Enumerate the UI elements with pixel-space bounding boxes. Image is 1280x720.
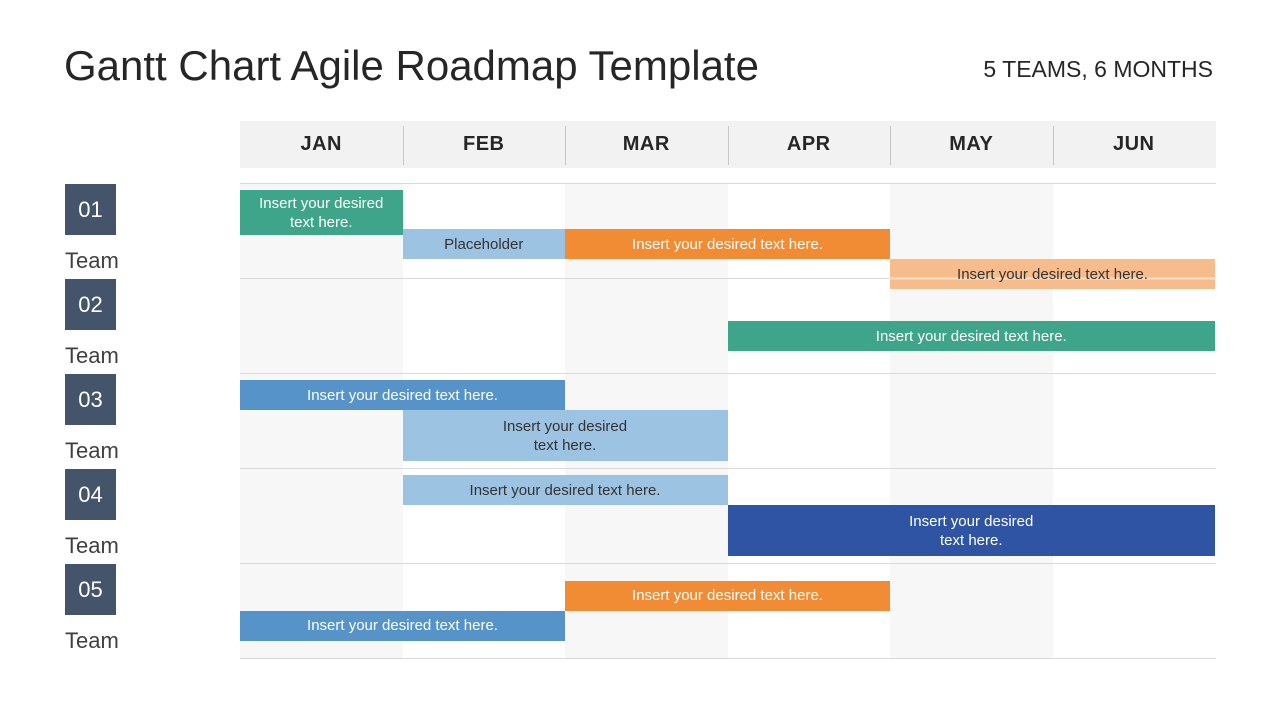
task-bar[interactable]: Insert your desired text here. — [565, 229, 890, 259]
month-separator — [402, 126, 404, 165]
task-bar[interactable]: Insert your desired text here. — [727, 505, 1215, 556]
task-bar-text: Insert your desired text here. — [259, 194, 384, 231]
team-label: Team — [65, 343, 119, 368]
team-number-badge: 02 — [65, 279, 116, 330]
row-divider — [240, 563, 1216, 564]
task-bar-text: Insert your desired text here. — [632, 235, 823, 253]
task-bar-text: Insert your desired text here. — [307, 386, 498, 404]
team-number-badge: 04 — [65, 469, 116, 520]
task-bar-text: Insert your desired text here. — [909, 512, 1034, 549]
task-bar-text: Insert your desired text here. — [307, 617, 498, 634]
team-label: Team — [65, 438, 119, 463]
task-bar[interactable]: Placeholder — [402, 229, 565, 259]
month-label-jun: JUN — [1112, 133, 1155, 155]
task-bar-text: Placeholder — [444, 235, 524, 253]
task-bar[interactable]: Insert your desired text here. — [890, 259, 1215, 289]
row-divider — [240, 658, 1216, 659]
task-bar-text: Insert your desired text here. — [632, 587, 823, 604]
month-separator — [727, 126, 729, 165]
month-label-may: MAY — [949, 133, 994, 155]
task-bar[interactable]: Insert your desired text here. — [240, 610, 565, 641]
row-divider — [240, 278, 1216, 279]
month-label-jan: JAN — [300, 133, 342, 155]
task-bar-text: Insert your desired text here. — [957, 265, 1148, 283]
task-bar-text: Insert your desired text here. — [469, 481, 661, 499]
month-label-feb: FEB — [463, 133, 505, 155]
column-band-jan — [240, 184, 403, 658]
row-divider — [240, 468, 1216, 469]
page-subtitle: 5 TEAMS, 6 MONTHS — [983, 56, 1213, 82]
month-separator — [890, 126, 891, 165]
month-label-apr: APR — [786, 133, 831, 155]
month-separator — [1052, 126, 1054, 165]
task-bar-text: Insert your desired text here. — [875, 327, 1067, 345]
team-number-badge: 01 — [65, 184, 116, 235]
task-bar[interactable]: Insert your desired text here. — [565, 580, 890, 611]
month-label-mar: MAR — [622, 133, 670, 155]
team-label: Team — [65, 533, 119, 558]
task-bar[interactable]: Insert your desired text here. — [402, 475, 728, 505]
task-bar[interactable]: Insert your desired text here. — [402, 410, 728, 461]
task-bar-text: Insert your desired text here. — [502, 417, 628, 454]
team-number-badge: 05 — [65, 564, 116, 615]
month-separator — [565, 126, 566, 165]
team-number-badge: 03 — [65, 374, 116, 425]
team-label: Team — [65, 628, 119, 653]
task-bar[interactable]: Insert your desired text here. — [240, 190, 403, 235]
column-band-may — [890, 184, 1053, 658]
task-bar[interactable]: Insert your desired text here. — [727, 321, 1215, 351]
row-divider — [240, 373, 1216, 374]
task-bar[interactable]: Insert your desired text here. — [240, 380, 565, 410]
page-title: Gantt Chart Agile Roadmap Template — [64, 42, 759, 89]
row-divider — [240, 183, 1216, 184]
team-label: Team — [65, 248, 119, 273]
